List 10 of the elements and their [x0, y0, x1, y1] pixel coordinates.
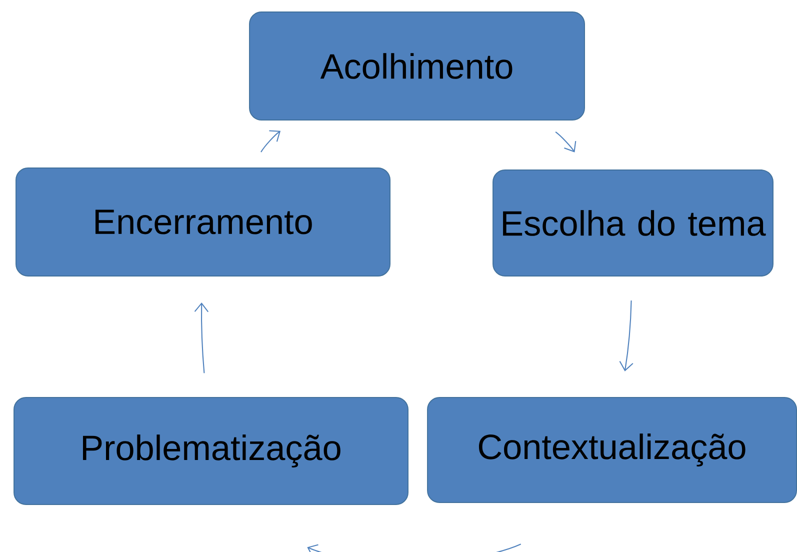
process-box: Acolhimento	[249, 12, 585, 120]
arrow	[307, 544, 522, 552]
process-box: Contextualização	[427, 397, 797, 503]
process-box: Escolha do tema	[492, 170, 774, 276]
arrow	[194, 302, 209, 374]
process-box: Problematização	[14, 397, 408, 505]
process-box: Encerramento	[16, 168, 390, 276]
arrow	[619, 300, 634, 372]
arrow	[260, 130, 281, 152]
arrow	[555, 132, 576, 152]
